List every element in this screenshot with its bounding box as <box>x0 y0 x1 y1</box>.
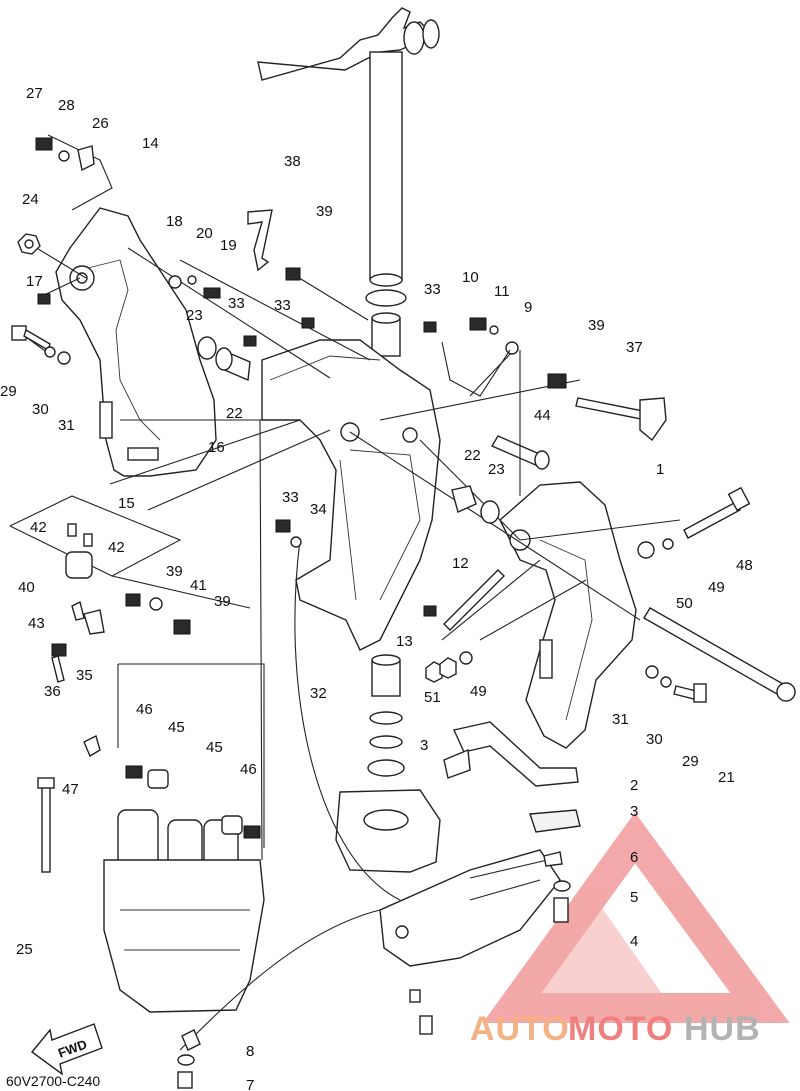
watermark-triangle-inner <box>528 905 672 1008</box>
callout-label: 29 <box>682 753 699 770</box>
callout-label: 41 <box>190 577 207 594</box>
stopper-3 <box>529 809 581 833</box>
callout-label: 39 <box>214 593 231 610</box>
tilt-bracket-2 <box>443 721 579 787</box>
callout-label: 49 <box>470 683 487 700</box>
callout-label: 33 <box>424 281 441 298</box>
callout-label: 27 <box>26 85 43 102</box>
power-trim-tilt-unit <box>103 809 265 1013</box>
callout-label: 33 <box>228 295 245 312</box>
callout-label: 5 <box>630 889 638 906</box>
diagram-code: 60V2700-C240 <box>6 1073 100 1089</box>
callout-label: 37 <box>626 339 643 356</box>
callout-label: 30 <box>32 401 49 418</box>
callout-label: 14 <box>142 135 159 152</box>
callout-label: 33 <box>282 489 299 506</box>
lower-mount <box>335 789 441 873</box>
washer <box>367 759 405 777</box>
callout-label: 40 <box>18 579 35 596</box>
callout-label: 38 <box>284 153 301 170</box>
callout-label: 7 <box>246 1077 254 1091</box>
callout-label: 42 <box>30 519 47 536</box>
callout-label: 42 <box>108 539 125 556</box>
callout-label: 22 <box>464 447 481 464</box>
bushing-upper <box>371 312 401 357</box>
callout-label: 47 <box>62 781 79 798</box>
callout-label: 39 <box>588 317 605 334</box>
callout-label: 18 <box>166 213 183 230</box>
lower-casting <box>379 849 561 967</box>
callout-label: 23 <box>186 307 203 324</box>
callout-label: 8 <box>246 1043 254 1060</box>
pin-44 <box>490 435 550 470</box>
watermark-text-hub: HUB <box>684 1010 761 1048</box>
callout-label: 48 <box>736 557 753 574</box>
callout-label: 4 <box>630 933 638 950</box>
callout-label: 46 <box>240 761 257 778</box>
callout-label: 46 <box>136 701 153 718</box>
callout-label: 32 <box>310 685 327 702</box>
callout-label: 13 <box>396 633 413 650</box>
callout-label: 29 <box>0 383 17 400</box>
clamp-bracket-left <box>55 207 217 477</box>
watermark-text-moto: MOTO <box>568 1010 673 1048</box>
callout-labels: 1 2 3 3 4 5 6 7 8 9 10 11 12 13 14 15 16… <box>0 85 753 1091</box>
callout-label: 35 <box>76 667 93 684</box>
callout-label: 21 <box>718 769 735 786</box>
callout-label: 36 <box>44 683 61 700</box>
callout-label: 25 <box>16 941 33 958</box>
callout-label: 17 <box>26 273 43 290</box>
callout-label: 3 <box>630 803 638 820</box>
callout-label: 26 <box>92 115 109 132</box>
callout-label: 15 <box>118 495 135 512</box>
callout-label: 10 <box>462 269 479 286</box>
washer <box>369 735 403 749</box>
callout-label: 45 <box>168 719 185 736</box>
callout-label: 31 <box>58 417 75 434</box>
callout-label: 49 <box>708 579 725 596</box>
callout-label: 12 <box>452 555 469 572</box>
callout-label: 28 <box>58 97 75 114</box>
callout-label: 39 <box>316 203 333 220</box>
clamp-bracket-right <box>499 481 637 749</box>
callout-label: 24 <box>22 191 39 208</box>
callout-label: 31 <box>612 711 629 728</box>
callout-label: 16 <box>208 439 225 456</box>
watermark-text: AUTO MOTO HUB <box>470 1010 761 1048</box>
callout-label: 39 <box>166 563 183 580</box>
callout-label: 23 <box>488 461 505 478</box>
callout-label: 34 <box>310 501 327 518</box>
callout-label: 11 <box>494 283 510 300</box>
callout-label: 33 <box>274 297 291 314</box>
callout-label: 45 <box>206 739 223 756</box>
callout-label: 19 <box>220 237 237 254</box>
bolt-48 <box>683 486 751 539</box>
swivel-bracket <box>261 339 441 651</box>
washer <box>365 289 407 307</box>
callout-label: 44 <box>534 407 551 424</box>
bushing-lower <box>371 654 401 697</box>
fwd-arrow: FWD <box>30 1023 103 1076</box>
callout-label: 51 <box>424 689 441 706</box>
leader-lines <box>9 134 681 1051</box>
callout-label: 2 <box>630 777 638 794</box>
callout-label: 50 <box>676 595 693 612</box>
callout-label: 43 <box>28 615 45 632</box>
callout-label: 22 <box>226 405 243 422</box>
tilt-rod <box>643 607 796 702</box>
callout-label: 1 <box>656 461 664 478</box>
watermark-text-auto: AUTO <box>470 1010 570 1048</box>
callout-label: 30 <box>646 731 663 748</box>
stopper-rod-37 <box>575 397 667 442</box>
callout-label: 20 <box>196 225 213 242</box>
hardware <box>11 137 707 1089</box>
washer <box>369 711 403 725</box>
watermark-triangle-outer <box>482 812 790 1023</box>
watermark-logo <box>482 812 790 1023</box>
callout-label: 9 <box>524 299 532 316</box>
steering-arm <box>257 7 440 287</box>
callout-label: 6 <box>630 849 638 866</box>
callout-label: 3 <box>420 737 428 754</box>
